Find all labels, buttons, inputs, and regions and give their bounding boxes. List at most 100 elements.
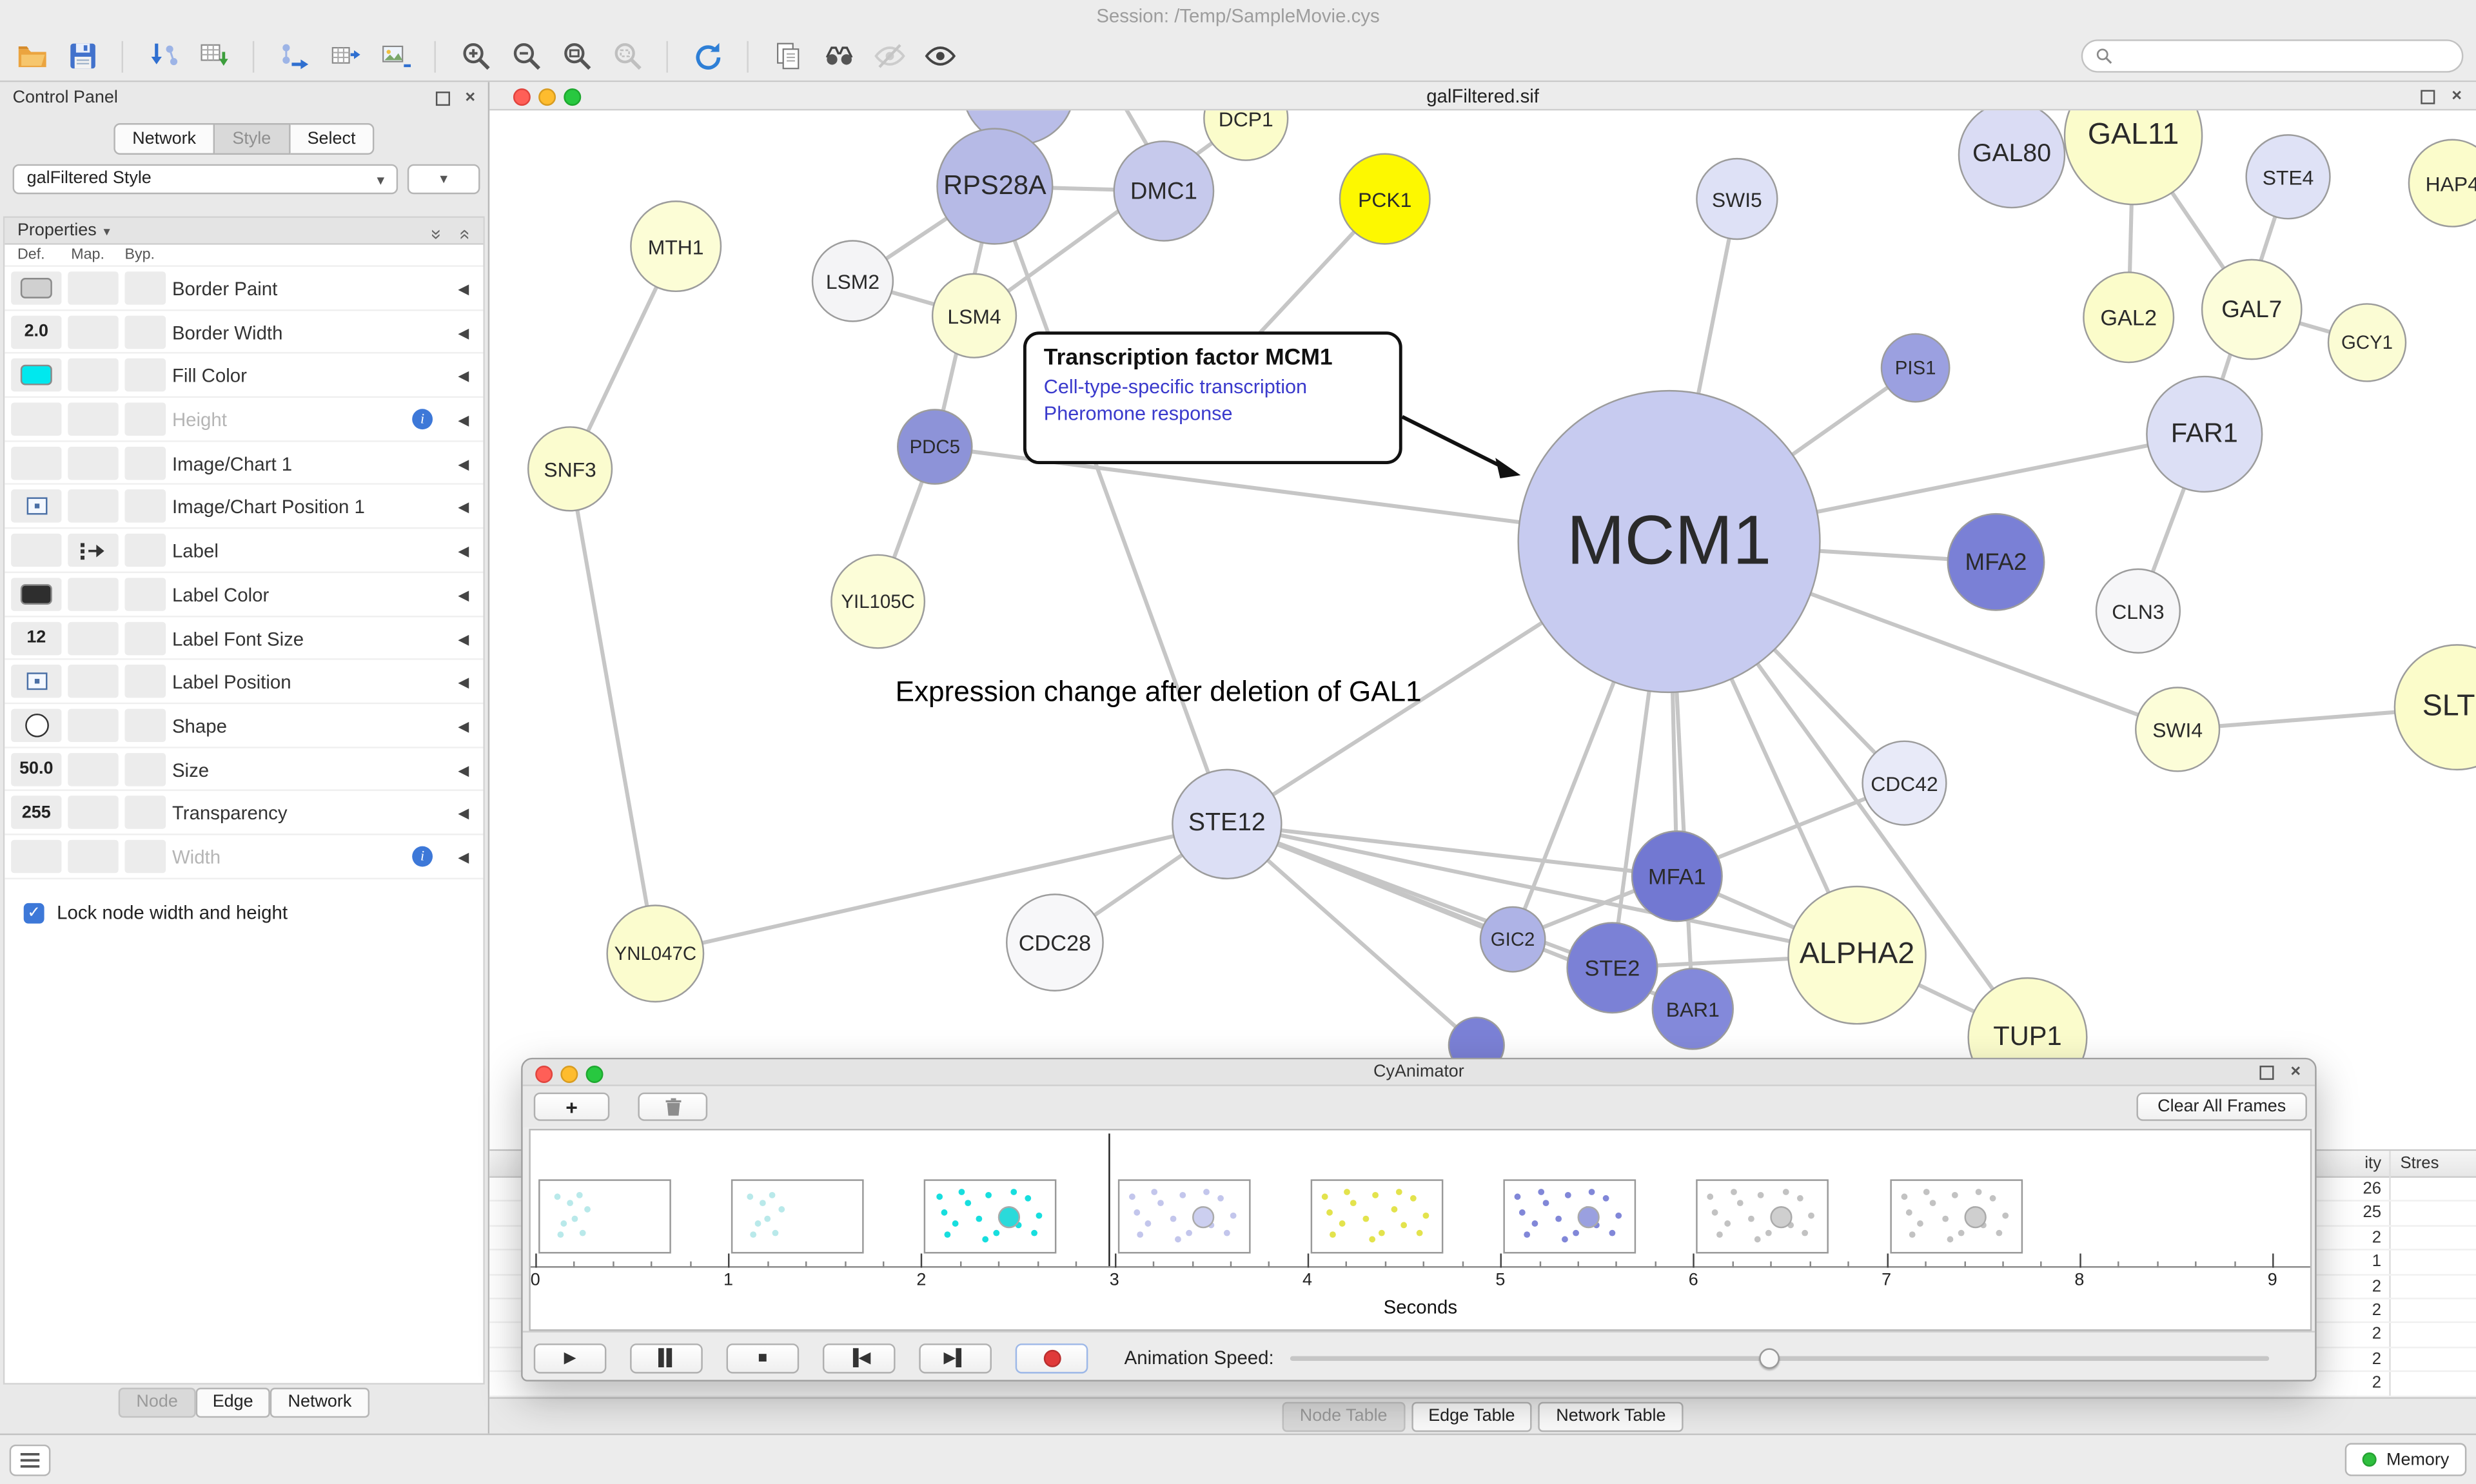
mapping-cell[interactable]: [68, 403, 118, 436]
network-node-lsm2[interactable]: LSM2: [812, 240, 894, 322]
zoom-in-button[interactable]: [453, 35, 498, 77]
default-value-cell[interactable]: [11, 359, 61, 392]
default-value-cell[interactable]: 2.0: [11, 315, 61, 348]
search-field[interactable]: [2081, 39, 2464, 72]
network-node-dmc1[interactable]: DMC1: [1114, 141, 1215, 242]
info-icon[interactable]: i: [412, 846, 433, 867]
export-table-button[interactable]: [322, 35, 367, 77]
timeline[interactable]: 0123456789 Seconds: [529, 1129, 2312, 1331]
expand-property-icon[interactable]: ◀: [458, 587, 469, 605]
export-image-button[interactable]: [373, 35, 417, 77]
bypass-cell[interactable]: [124, 621, 166, 654]
property-row-label-color[interactable]: Label Color◀: [5, 573, 483, 617]
bypass-cell[interactable]: [124, 840, 166, 873]
refresh-view-button[interactable]: [685, 35, 730, 77]
property-row-shape[interactable]: Shape◀: [5, 704, 483, 748]
tab-node[interactable]: Node: [119, 1388, 195, 1418]
network-node-cln3[interactable]: CLN3: [2096, 569, 2181, 654]
record-button[interactable]: [1016, 1343, 1088, 1373]
network-node-gal11[interactable]: GAL11: [2064, 110, 2203, 205]
task-history-button[interactable]: [10, 1445, 51, 1476]
bypass-cell[interactable]: [124, 359, 166, 392]
playhead[interactable]: [1108, 1133, 1110, 1266]
show-all-button[interactable]: [918, 35, 962, 77]
network-node-ynl047c[interactable]: YNL047C: [606, 904, 704, 1002]
network-node-mcm1[interactable]: MCM1: [1517, 390, 1820, 693]
expand-property-icon[interactable]: ◀: [458, 762, 469, 779]
expand-all-icon[interactable]: «: [452, 229, 479, 239]
export-network-button[interactable]: [271, 35, 316, 77]
mapping-cell[interactable]: [68, 446, 118, 479]
close-cyanimator-icon[interactable]: ×: [2290, 1062, 2301, 1081]
property-row-border-paint[interactable]: Border Paint◀: [5, 267, 483, 311]
expand-property-icon[interactable]: ◀: [458, 412, 469, 429]
bypass-cell[interactable]: [124, 446, 166, 479]
mapping-cell[interactable]: [68, 621, 118, 654]
bypass-cell[interactable]: [124, 578, 166, 610]
network-node-pck1[interactable]: PCK1: [1339, 153, 1431, 245]
property-row-image-chart-position-1[interactable]: Image/Chart Position 1◀: [5, 485, 483, 529]
bypass-cell[interactable]: [124, 490, 166, 523]
copy-button[interactable]: [766, 35, 811, 77]
network-node-alpha2[interactable]: ALPHA2: [1787, 886, 1927, 1025]
bypass-cell[interactable]: [124, 315, 166, 348]
network-node-bar1[interactable]: BAR1: [1652, 968, 1734, 1050]
slider-thumb[interactable]: [1758, 1348, 1779, 1369]
network-node-lsm4[interactable]: LSM4: [932, 273, 1017, 358]
network-node-cdc28[interactable]: CDC28: [1006, 893, 1104, 991]
stop-button[interactable]: ■: [727, 1343, 800, 1373]
network-node-swi4[interactable]: SWI4: [2135, 687, 2220, 772]
default-value-cell[interactable]: [11, 665, 61, 698]
annotation-link-2[interactable]: Pheromone response: [1044, 402, 1382, 424]
float-panel-icon[interactable]: [436, 92, 450, 106]
mapping-cell[interactable]: [68, 578, 118, 610]
network-node-ste2[interactable]: STE2: [1566, 922, 1658, 1013]
network-node-mfa1[interactable]: MFA1: [1631, 830, 1723, 922]
frame-thumbnail-1[interactable]: [731, 1179, 864, 1253]
network-node-gcy1[interactable]: GCY1: [2328, 303, 2406, 382]
delete-frame-button[interactable]: [638, 1093, 707, 1121]
property-row-size[interactable]: 50.0Size◀: [5, 748, 483, 792]
tab-network[interactable]: Network: [271, 1388, 369, 1418]
import-network-button[interactable]: [141, 35, 185, 77]
mapping-cell[interactable]: [68, 315, 118, 348]
animation-speed-slider[interactable]: [1290, 1347, 2268, 1369]
skip-forward-button[interactable]: ▶▌: [919, 1343, 992, 1373]
bypass-cell[interactable]: [124, 534, 166, 567]
default-value-cell[interactable]: [11, 490, 61, 523]
property-row-transparency[interactable]: 255Transparency◀: [5, 792, 483, 835]
expand-property-icon[interactable]: ◀: [458, 281, 469, 298]
close-panel-icon[interactable]: ×: [465, 88, 475, 107]
expand-property-icon[interactable]: ◀: [458, 325, 469, 342]
annotation-box[interactable]: Transcription factor MCM1 Cell-type-spec…: [1023, 331, 1402, 464]
mapping-cell[interactable]: [68, 708, 118, 741]
lock-checkbox[interactable]: ✓: [24, 903, 44, 923]
expand-property-icon[interactable]: ◀: [458, 630, 469, 648]
table-column-stress[interactable]: Stres: [2400, 1154, 2439, 1173]
network-node-gal7[interactable]: GAL7: [2201, 259, 2303, 360]
network-node-dcp1[interactable]: DCP1: [1203, 110, 1288, 161]
mapping-cell[interactable]: [68, 490, 118, 523]
network-node-ste12[interactable]: STE12: [1172, 769, 1282, 879]
pause-button[interactable]: ▌▌: [630, 1343, 703, 1373]
default-value-cell[interactable]: [11, 446, 61, 479]
frame-thumbnail-6[interactable]: [1696, 1179, 1829, 1253]
network-node-pdc5[interactable]: PDC5: [897, 409, 973, 485]
frame-thumbnail-2[interactable]: [925, 1179, 1057, 1253]
mapping-cell[interactable]: [68, 796, 118, 829]
float-window-icon[interactable]: [2421, 90, 2435, 104]
network-window-titlebar[interactable]: galFiltered.sif ×: [489, 82, 2476, 110]
network-node-pis1[interactable]: PIS1: [1881, 333, 1950, 403]
save-session-button[interactable]: [60, 35, 104, 77]
float-window-icon[interactable]: [2259, 1066, 2274, 1080]
tab-edge-table[interactable]: Edge Table: [1411, 1402, 1532, 1432]
tab-network-table[interactable]: Network Table: [1538, 1402, 1683, 1432]
network-node-yil105c[interactable]: YIL105C: [830, 554, 925, 649]
network-node-slt2[interactable]: SLT2: [2394, 644, 2476, 770]
mapping-cell[interactable]: [68, 752, 118, 785]
open-session-button[interactable]: [10, 35, 54, 77]
mapping-cell[interactable]: [68, 271, 118, 304]
default-value-cell[interactable]: 12: [11, 621, 61, 654]
network-node-hap4[interactable]: HAP4: [2408, 139, 2476, 228]
bypass-cell[interactable]: [124, 403, 166, 436]
